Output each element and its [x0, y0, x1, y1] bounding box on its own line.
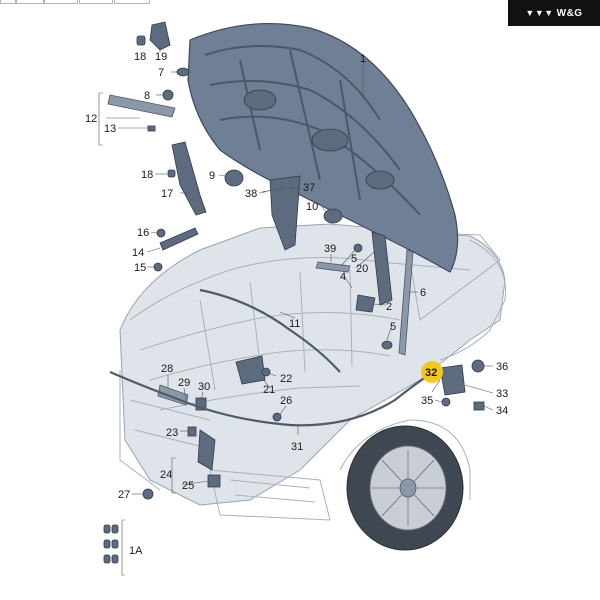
part-35-nut: [441, 397, 451, 407]
callout-11[interactable]: 11: [289, 318, 300, 330]
callout-21[interactable]: 21: [263, 384, 275, 396]
tab-5[interactable]: [114, 0, 150, 4]
part-27-screw: [142, 488, 154, 500]
callout-5-lower[interactable]: 5: [390, 321, 396, 333]
callout-37[interactable]: 37: [303, 182, 315, 194]
part-22-nut: [261, 367, 271, 377]
bracket-24: [171, 457, 176, 494]
callout-9[interactable]: 9: [209, 170, 215, 182]
part-26-clip: [272, 412, 282, 422]
callout-38[interactable]: 38: [245, 188, 257, 200]
callout-36[interactable]: 36: [496, 361, 508, 373]
part-9-cap: [224, 169, 244, 187]
callout-16[interactable]: 16: [137, 227, 149, 239]
callout-20[interactable]: 20: [356, 263, 368, 275]
part-8-buffer: [162, 89, 174, 101]
part-7-buffer: [176, 67, 190, 77]
part-18-clip-mid: [167, 169, 176, 178]
part-38-pin: [261, 187, 286, 193]
callout-1A[interactable]: 1A: [129, 545, 143, 557]
callout-34[interactable]: 34: [496, 405, 508, 417]
highlight-callout-32: [421, 361, 443, 383]
part-16-screw: [156, 228, 166, 238]
part-36-cap: [471, 359, 485, 373]
callout-27[interactable]: 27: [118, 489, 130, 501]
part-10-cap: [323, 208, 343, 224]
bracket-1A: [121, 519, 125, 576]
callout-19[interactable]: 19: [155, 51, 167, 63]
part-19-bracket: [149, 21, 171, 51]
callout-17[interactable]: 17: [161, 188, 173, 200]
callout-28[interactable]: 28: [161, 363, 173, 375]
part-12-seal-strip: [107, 94, 176, 118]
brand-name: W&G: [556, 7, 583, 19]
part-25-bracket: [207, 474, 221, 488]
callout-22[interactable]: 22: [280, 373, 292, 385]
callout-31[interactable]: 31: [291, 441, 303, 453]
callout-7[interactable]: 7: [158, 67, 164, 79]
part-5-nut-lower: [381, 340, 393, 350]
leader-lines: [106, 45, 494, 495]
callout-12[interactable]: 12: [85, 113, 97, 125]
callout-14[interactable]: 14: [132, 247, 144, 259]
part-13-clip: [147, 125, 156, 132]
part-18-clip-top: [136, 35, 146, 46]
callout-8[interactable]: 8: [144, 90, 150, 102]
bracket-12-13: [98, 92, 103, 146]
callout-5-upper[interactable]: 5: [351, 253, 357, 265]
part-2-bracket: [355, 294, 376, 313]
callout-18-top[interactable]: 18: [134, 51, 146, 63]
callout-23[interactable]: 23: [166, 427, 178, 439]
part-20-support: [371, 231, 393, 306]
callout-13[interactable]: 13: [104, 123, 116, 135]
callout-3[interactable]: 33: [496, 388, 508, 400]
front-wheel: [346, 425, 464, 551]
callout-39[interactable]: 39: [324, 243, 336, 255]
part-14-rod: [159, 227, 199, 251]
part-11-seal: [199, 288, 341, 373]
part-37-latch: [269, 175, 301, 251]
part-23-clip: [187, 426, 197, 437]
small-parts: [103, 21, 485, 564]
callout-6[interactable]: 6: [420, 287, 426, 299]
part-1A-clip-set: [103, 524, 119, 564]
callout-29[interactable]: 29: [178, 377, 190, 389]
callout-15[interactable]: 15: [134, 262, 146, 274]
part-17-hinge: [171, 141, 207, 216]
hood-panel: [187, 22, 459, 273]
callout-4[interactable]: 4: [340, 271, 346, 283]
callout-1[interactable]: 1: [360, 53, 366, 65]
part-5-nut: [353, 243, 363, 253]
callout-2[interactable]: 2: [386, 301, 392, 313]
callout-labels: 1 2 33 4 5 5 6 7 8 9 10 11 12 13 14 15 1…: [85, 51, 508, 557]
part-31-cable: [109, 367, 441, 427]
callout-30[interactable]: 30: [198, 381, 210, 393]
tab-1[interactable]: [0, 0, 16, 4]
part-30-guide: [195, 397, 207, 411]
callout-24[interactable]: 24: [160, 469, 172, 481]
tab-2[interactable]: [16, 0, 44, 4]
part-21-bracket: [235, 355, 266, 385]
callout-10[interactable]: 10: [306, 201, 318, 213]
tab-4[interactable]: [79, 0, 113, 4]
part-39-bracket: [315, 261, 351, 273]
part-15-clip: [153, 262, 163, 272]
callout-18-mid[interactable]: 18: [141, 169, 153, 181]
callout-26[interactable]: 26: [280, 395, 292, 407]
part-33-lock: [439, 364, 466, 396]
callout-25[interactable]: 25: [182, 480, 194, 492]
part-34-screw: [473, 401, 485, 411]
brand-logo: ▼▼▼ W&G: [508, 0, 600, 26]
tab-3[interactable]: [44, 0, 78, 4]
brand-mark-icon: ▼▼▼: [525, 8, 554, 18]
part-6-gas-strut: [398, 249, 414, 356]
callout-32[interactable]: 32: [425, 367, 437, 379]
callout-35[interactable]: 35: [421, 395, 433, 407]
part-24-lock: [197, 429, 216, 471]
